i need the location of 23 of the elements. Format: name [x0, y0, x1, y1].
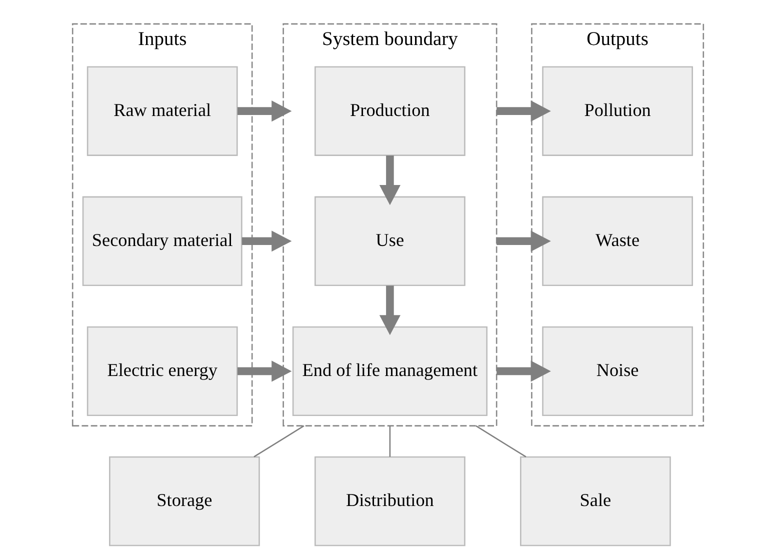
- connector: [254, 425, 304, 458]
- connector: [389, 426, 391, 457]
- node-box: Waste: [542, 196, 693, 286]
- node-box: Distribution: [314, 456, 466, 546]
- arrow: [379, 156, 400, 206]
- node-box: Raw material: [86, 66, 238, 156]
- node-box: Electric energy: [86, 326, 238, 416]
- node-box: Production: [314, 66, 466, 156]
- node-box: Pollution: [542, 66, 693, 156]
- node-box: End of life management: [292, 326, 488, 416]
- connector: [476, 425, 526, 458]
- arrow: [237, 360, 292, 382]
- node-box: Secondary material: [82, 196, 242, 286]
- arrow: [496, 360, 551, 382]
- arrow: [379, 286, 400, 336]
- arrow: [496, 100, 551, 122]
- arrow: [496, 230, 551, 252]
- node-box: Noise: [542, 326, 693, 416]
- node-box: Storage: [109, 456, 260, 546]
- node-box: Sale: [520, 456, 671, 546]
- arrow: [242, 230, 292, 252]
- arrow: [237, 100, 292, 122]
- node-box: Use: [314, 196, 466, 286]
